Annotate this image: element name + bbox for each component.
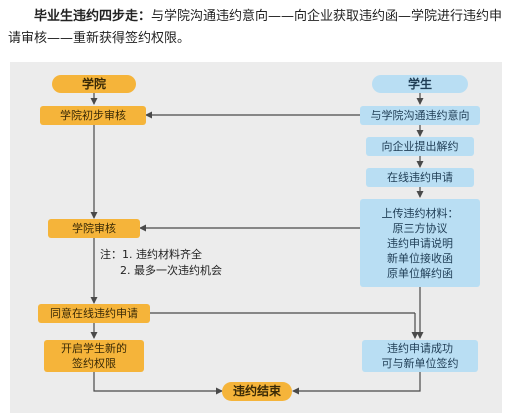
request-company-node: 向企业提出解约 [366,137,474,156]
upload-title: 上传违约材料： [381,206,459,220]
success-line: 违约申请成功 [387,342,453,355]
review-note: 注：1. 违约材料齐全 2. 最多一次违约机会 [100,247,222,279]
success-node: 违约申请成功 可与新单位签约 [362,340,478,372]
end-node: 违约结束 [222,382,292,401]
open-rights-node: 开启学生新的 签约权限 [44,340,144,372]
student-header: 学生 [372,75,468,93]
arrow-success-to-end [292,372,421,395]
contact-college-node: 与学院沟通违约意向 [360,106,480,125]
upload-item: 新单位接收函 [387,251,453,265]
upload-item: 违约申请说明 [387,236,453,250]
intro-text: 与学院沟通违约意向——向企业获取违约函—学院进行违约申请审核——重新获得签约权限… [8,9,503,46]
upload-item: 原三方协议 [392,221,448,235]
approve-online-node: 同意在线违约申请 [38,304,150,323]
note-prefix: 注： [100,248,122,261]
college-initial-review-node: 学院初步审核 [40,106,146,125]
open-rights-line: 开启学生新的 [61,342,127,355]
upload-materials-node: 上传违约材料： 原三方协议 违约申请说明 新单位接收函 原单位解约函 [360,199,480,287]
intro-paragraph: 毕业生违约四步走：与学院沟通违约意向——向企业获取违约函—学院进行违约申请审核—… [8,6,506,50]
note-item: 2. 最多一次违约机会 [120,264,222,277]
college-review-node: 学院审核 [48,219,140,238]
open-rights-line: 签约权限 [72,357,116,370]
college-header: 学院 [52,75,136,93]
arrow-open-to-end [93,372,223,395]
success-line: 可与新单位签约 [381,357,459,370]
upload-item: 原单位解约函 [387,266,453,280]
note-item: 1. 违约材料齐全 [122,248,202,261]
intro-lead: 毕业生违约四步走： [34,9,152,24]
online-apply-node: 在线违约申请 [366,168,474,187]
